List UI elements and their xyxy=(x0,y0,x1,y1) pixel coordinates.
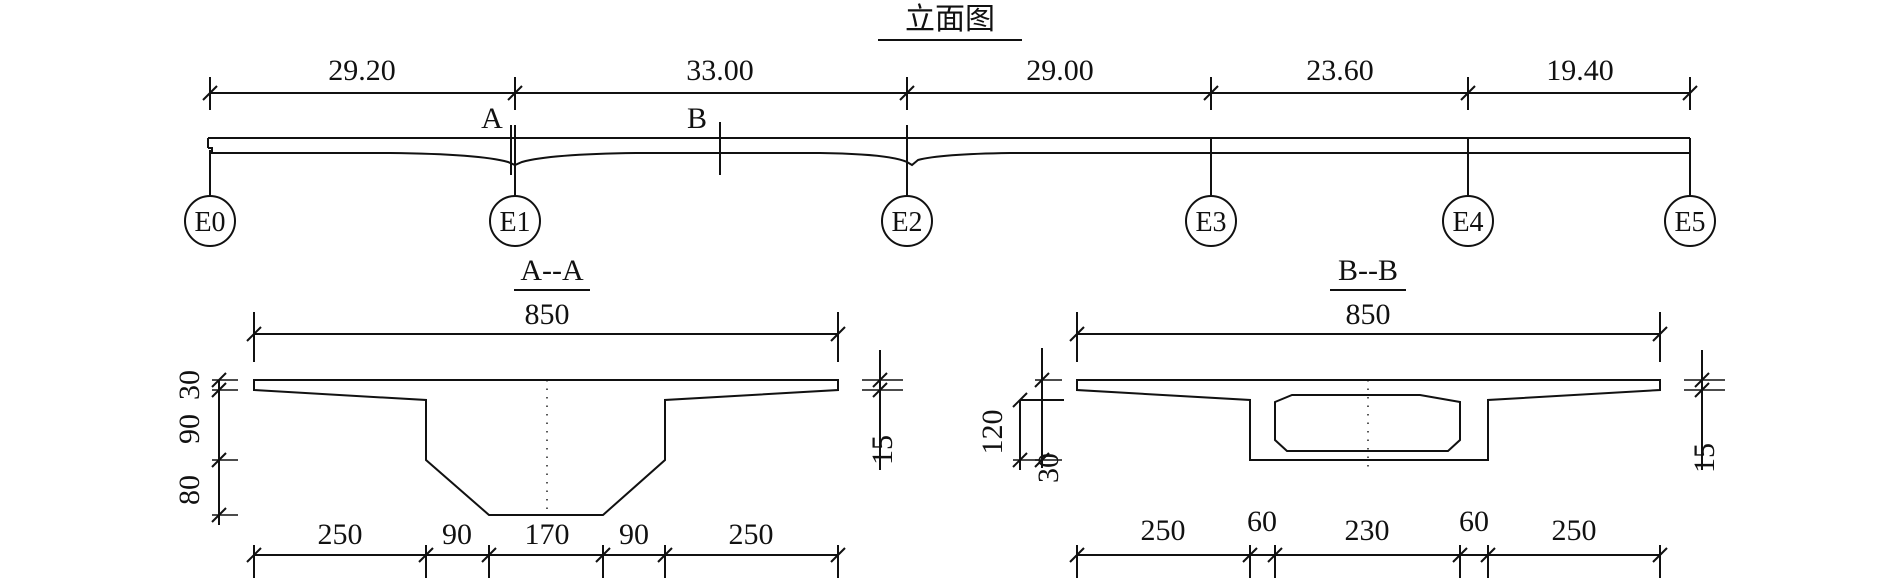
section-a-outline xyxy=(253,379,839,516)
section-mark-a: A xyxy=(481,102,503,135)
section-b-bottom-dim-1: 250 xyxy=(1141,514,1186,547)
section-a-bottom-dim-1: 250 xyxy=(318,518,363,551)
section-a-bottom-dim-4: 90 xyxy=(619,518,649,551)
span-label-2: 33.00 xyxy=(686,54,754,87)
section-b-left-dimension xyxy=(1012,348,1064,470)
section-b-bottom-dim-5: 250 xyxy=(1552,514,1597,547)
section-b-view: B--B 850 120 30 xyxy=(976,254,1725,578)
section-mark-b: B xyxy=(687,102,707,135)
section-a-title: A--A xyxy=(520,254,584,287)
pier-bubbles xyxy=(184,195,1716,247)
section-a-left-dimension xyxy=(211,372,238,525)
section-cut-a: A xyxy=(481,102,512,175)
section-cut-b: B xyxy=(687,102,721,175)
pier-label-e1: E1 xyxy=(499,207,530,238)
section-b-title: B--B xyxy=(1338,254,1398,287)
section-b-dim-15: 15 xyxy=(1688,443,1721,473)
span-label-4: 23.60 xyxy=(1306,54,1374,87)
section-a-dim-90: 90 xyxy=(173,414,206,444)
section-a-dim-15: 15 xyxy=(866,435,899,465)
section-b-bottom-dim-4: 60 xyxy=(1459,505,1489,538)
section-b-bottom-dim-2: 60 xyxy=(1247,505,1277,538)
section-b-outline xyxy=(1076,379,1661,461)
span-label-3: 29.00 xyxy=(1026,54,1094,87)
section-b-right-dimension xyxy=(1684,350,1725,470)
section-a-bottom-dim-3: 170 xyxy=(525,518,570,551)
span-label-1: 29.20 xyxy=(328,54,396,87)
pier-label-e3: E3 xyxy=(1195,207,1226,238)
elevation-title: 立面图 xyxy=(905,3,995,36)
section-a-view: A--A 850 30 90 80 xyxy=(173,254,903,578)
girder-profile xyxy=(207,137,1691,167)
pier-label-e0: E0 xyxy=(194,207,225,238)
span-label-5: 19.40 xyxy=(1546,54,1614,87)
section-a-bottom-dim-5: 250 xyxy=(729,518,774,551)
pier-lines xyxy=(209,125,1691,197)
pier-label-e5: E5 xyxy=(1674,207,1705,238)
pier-label-e4: E4 xyxy=(1452,207,1483,238)
elevation-view: 立面图 29.20 33.00 29.00 23.60 19.40 xyxy=(184,3,1716,247)
section-a-bottom-dim-2: 90 xyxy=(442,518,472,551)
section-a-dim-30: 30 xyxy=(173,370,206,400)
span-dimension-line xyxy=(202,77,1698,110)
section-b-dim-30: 30 xyxy=(1032,453,1065,483)
section-a-dim-80: 80 xyxy=(173,475,206,505)
section-b-top-width: 850 xyxy=(1346,298,1391,331)
section-b-bottom-dim-3: 230 xyxy=(1345,514,1390,547)
section-b-top-dimension xyxy=(1069,312,1668,362)
section-b-bottom-dimension xyxy=(1069,545,1668,578)
section-a-right-dimension xyxy=(862,350,903,470)
section-a-bottom-dimension xyxy=(246,545,846,578)
pier-label-e2: E2 xyxy=(891,207,922,238)
section-a-top-dimension xyxy=(246,312,846,362)
section-a-top-width: 850 xyxy=(525,298,570,331)
section-b-dim-120: 120 xyxy=(976,410,1009,455)
section-b-box-void xyxy=(1274,394,1461,452)
